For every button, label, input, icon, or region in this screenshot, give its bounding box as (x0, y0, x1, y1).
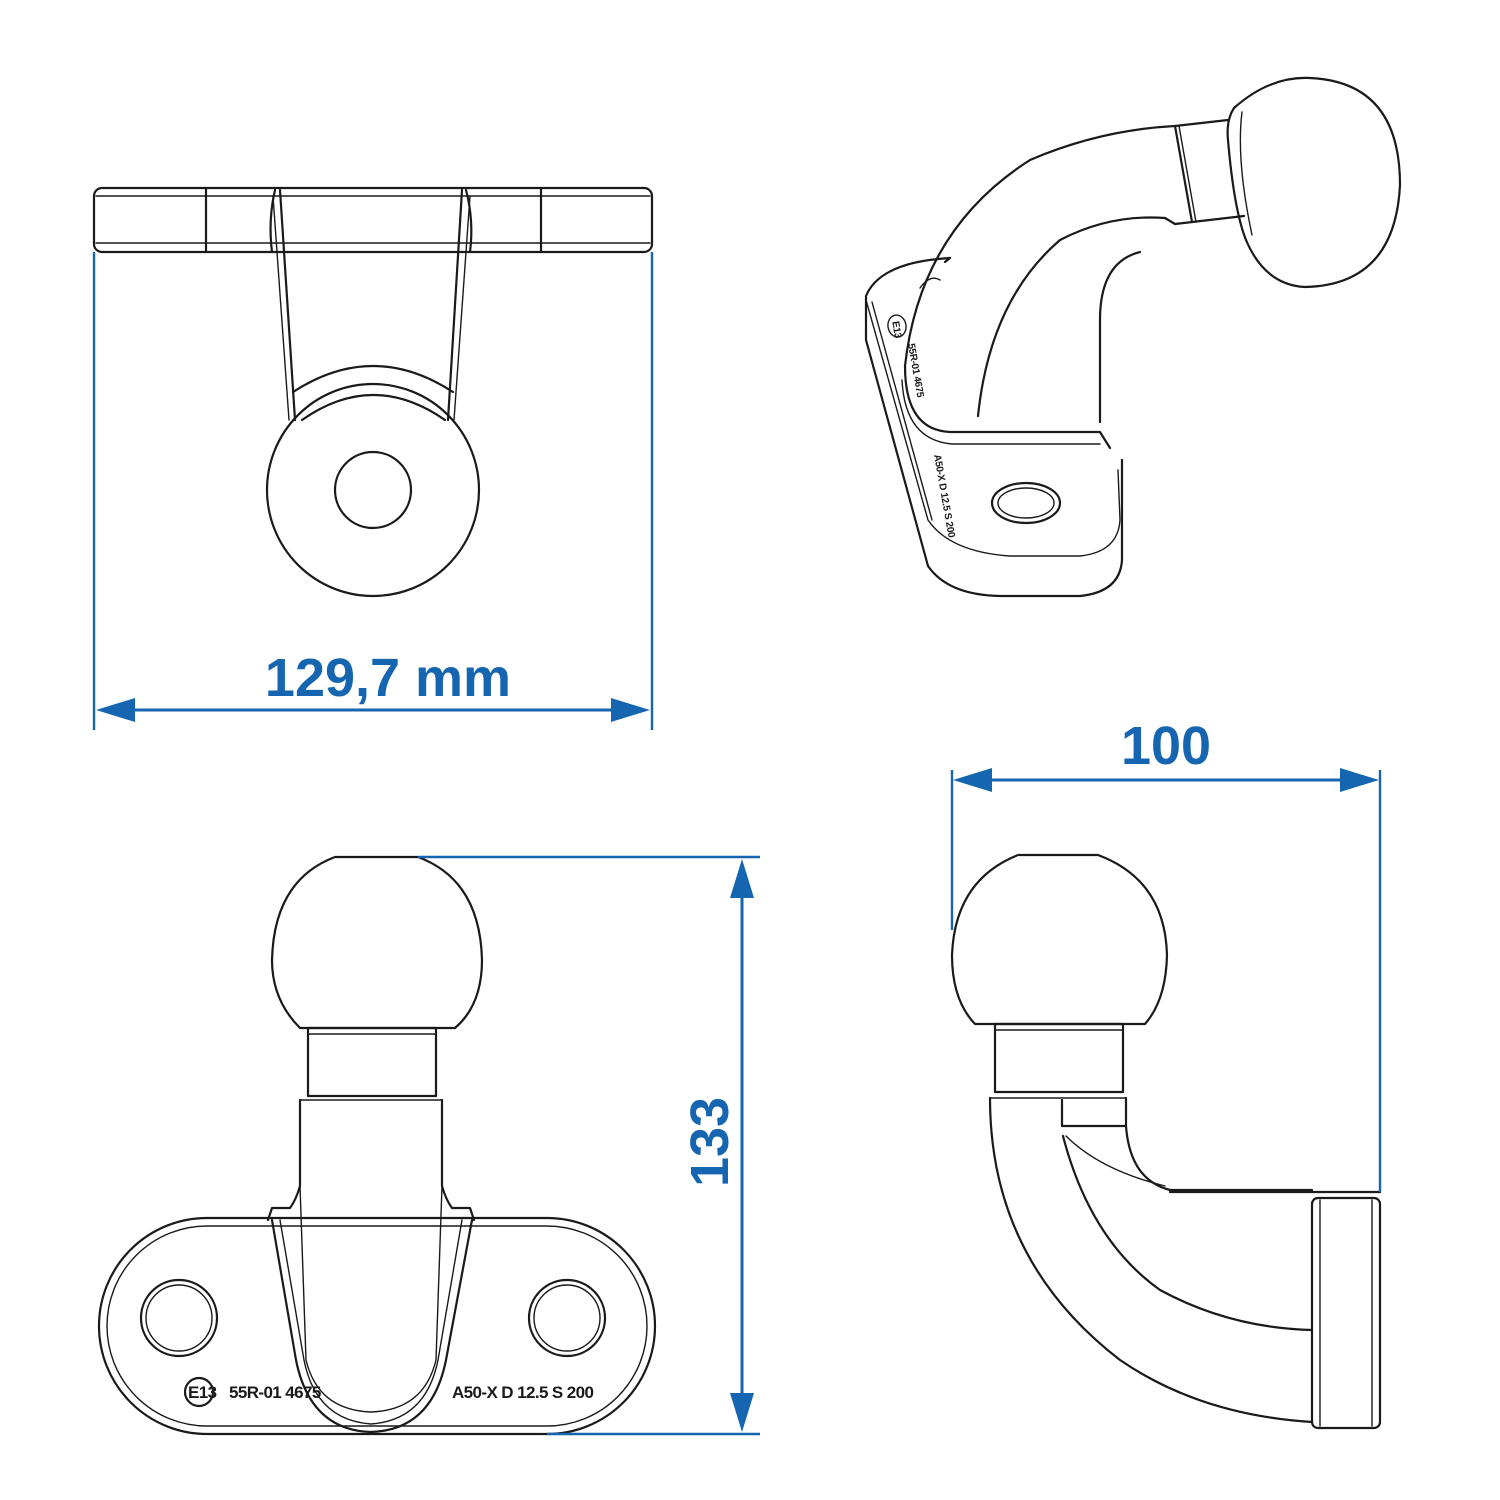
neck-collar (993, 1022, 1125, 1094)
flange-plate (92, 186, 654, 254)
arrow-down-icon (730, 1393, 754, 1432)
ball-outline (950, 853, 1169, 1026)
arrow-left-icon (96, 698, 135, 722)
arrow-up-icon (730, 859, 754, 898)
iso-rating: A50-X D 12.5 S 200 (931, 454, 957, 539)
iso-approval-mark: E13 (889, 320, 903, 339)
bolt-hole-right (527, 1278, 607, 1358)
approval-number: 55R-01 4675 (229, 1383, 321, 1402)
approval-mark: E13 (188, 1383, 217, 1402)
bolt-hole-left (139, 1278, 219, 1358)
arrow-right-icon (611, 698, 650, 722)
arrow-right-icon (1340, 768, 1379, 792)
arrow-left-icon (953, 768, 992, 792)
depth-label: 100 (1121, 716, 1211, 776)
depth-dimension: 100 (950, 716, 1382, 1192)
height-label: 133 (680, 1097, 740, 1187)
ball-outline (265, 382, 481, 598)
approval-mark-circle (183, 1376, 215, 1408)
ball-center-hole (333, 450, 413, 530)
ball-outline (270, 855, 484, 1030)
neck-collar (306, 1026, 438, 1098)
width-dimension: 129,7 mm (92, 252, 654, 730)
top-view (92, 186, 654, 598)
height-dimension: 133 (418, 855, 760, 1436)
mounting-plate (1310, 1196, 1382, 1430)
isometric-view: E13 55R-01 4675 A50-X D 12.5 S 200 (864, 76, 1402, 598)
side-view (950, 853, 1382, 1430)
width-label: 129,7 mm (265, 648, 511, 708)
rating-marking: A50-X D 12.5 S 200 (452, 1383, 593, 1402)
front-view: E13 55R-01 4675 A50-X D 12.5 S 200 (97, 855, 657, 1436)
base-hole (990, 481, 1062, 525)
